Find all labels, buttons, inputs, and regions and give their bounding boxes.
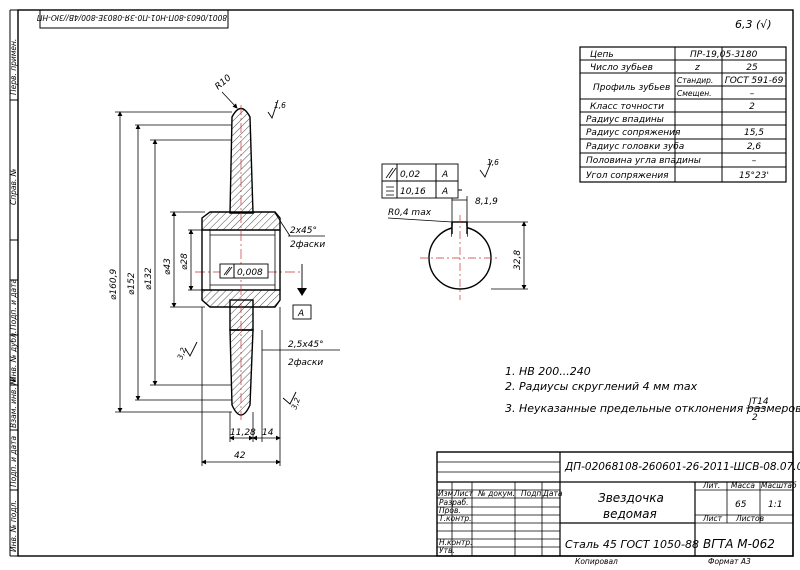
param-val-0: ПР-19,05-3180 (690, 50, 758, 60)
frame-border (17, 9, 794, 557)
tb-person-1: Разраб. (439, 498, 468, 507)
note-1: 1. НВ 200...240 (505, 365, 591, 378)
dim-d132: ⌀132 (144, 267, 154, 290)
param-col3-3: – (750, 89, 755, 99)
tol2-ref: A (441, 187, 448, 197)
param-name-7: Радиус головки зуба (586, 142, 684, 152)
dim-chamfer1: 2х45° (290, 226, 317, 236)
runout-frame: 0,008 (219, 263, 269, 279)
strip-label-3: Подп. и дата (9, 279, 18, 330)
rough-top: 1,6 (274, 101, 286, 110)
param-name-8: Половина угла впадины (586, 156, 701, 166)
dim-w-1128: 11,28 (230, 428, 256, 438)
param-name-0: Цепь (590, 50, 614, 60)
sprocket-section (195, 105, 300, 420)
strip-label-2: Справ. № (9, 168, 18, 205)
tb-person-3: Т.контр. (439, 514, 472, 523)
tb-person-2: Пров. (439, 506, 461, 515)
tb-col-sign: Подп. (521, 489, 544, 498)
top-stamp-text: 8001/0603-80П-Н01-П0-ЗЯ-0803Е-800/4В//3Ю… (37, 13, 228, 22)
note-3: 3. Неуказанные предельные отклонения раз… (505, 402, 800, 415)
param-name-9: Угол сопряжения (586, 171, 669, 181)
diameter-dims (115, 111, 232, 413)
rough-left: 3,2 (175, 346, 188, 361)
tol1-value: 0,02 (400, 170, 420, 180)
sheets-label: Листов (735, 514, 764, 523)
part-name-1: Звездочка (598, 491, 664, 505)
tb-col-list: Лист (453, 489, 474, 498)
param-col2-2: Стандир. (677, 76, 713, 85)
note-frac-bottom: 2 (752, 413, 758, 423)
dim-r10: R10 (214, 73, 234, 92)
param-name-2: Профиль зубьев (593, 83, 670, 93)
strip-label-5: Взам. инв. № (9, 377, 18, 428)
tb-person-6: Утв. (439, 546, 455, 555)
tb-person-5: Н.контр. (439, 538, 473, 547)
dim-d160: ⌀160,9 (109, 269, 119, 300)
sheet-label: Лист (702, 514, 723, 523)
organization: ВГТА М-062 (703, 537, 775, 551)
param-name-5: Радиус впадины (586, 115, 664, 125)
hub-section-view (420, 196, 528, 300)
dim-d152: ⌀152 (127, 272, 137, 295)
param-name-1: Число зубьев (590, 63, 653, 73)
mass-value: 65 (735, 500, 747, 510)
format-label: Формат A3 (708, 557, 751, 566)
param-col3-7: 2,6 (747, 142, 762, 152)
sec-height: 32,8 (513, 250, 523, 270)
dim-chamfer2: 2,5х45° (288, 340, 324, 350)
tol1-ref: A (441, 170, 448, 180)
scale-value: 1:1 (768, 500, 782, 510)
param-col2-1: z (694, 63, 700, 73)
doc-code: ДП-02068108-260601-26-2011-ШСВ-08.07.003 (564, 461, 800, 473)
param-name-6: Радиус сопряжения (586, 128, 681, 138)
param-col3-1: 25 (746, 63, 758, 73)
dim-d43: ⌀43 (163, 258, 173, 275)
copied-by: Копировал (575, 557, 618, 566)
title-block (436, 451, 794, 557)
strip-label-1: Перв. примен. (9, 39, 18, 95)
dim-w-14: 14 (262, 428, 274, 438)
rough-bottom: 3,2 (289, 396, 302, 411)
scale-label: Масштаб (761, 481, 797, 490)
runout-value: 0,008 (237, 268, 263, 278)
mass-label: Масса (731, 481, 755, 490)
tb-col-doc: № докум. (477, 489, 515, 498)
tb-col-izm: Изм. (438, 489, 456, 498)
param-name-4: Класс точности (590, 102, 664, 112)
strip-label-7: Инв. № подл. (9, 500, 18, 552)
params-table: Цепь ПР-19,05-3180 Число зубьев z 25 Про… (579, 46, 787, 183)
material: Сталь 45 ГОСТ 1050-88 (565, 538, 699, 551)
note-frac-top: JT14 (747, 397, 769, 407)
part-name-2: ведомая (603, 507, 657, 521)
datum-a: A (297, 309, 304, 319)
dim-d28: ⌀28 (180, 253, 190, 270)
dim-chamfer2-note: 2фаски (288, 358, 323, 368)
note-2: 2. Радиусы скруглений 4 мм max (505, 380, 698, 393)
param-col3-6: 15,5 (744, 128, 764, 138)
tol2-value: 10,16 (400, 187, 426, 197)
sec-key-width: 8,1,9 (475, 197, 498, 207)
top-stamp-box (39, 9, 229, 29)
roughness-mark: 6,3 (√) (735, 18, 772, 31)
tolerance-frames: 0,02 A 10,16 A (381, 163, 462, 199)
param-col3-2: ГОСТ 591-69 (725, 76, 784, 86)
width-dims (201, 307, 281, 466)
left-strip: Перв. примен. Справ. № Подп. и дата Инв.… (9, 9, 18, 557)
dim-chamfer1-note: 2фаски (290, 240, 325, 250)
lit-label: Лит. (702, 481, 720, 490)
param-col3-8: – (752, 156, 757, 166)
param-col2-3: Смещен. (677, 89, 711, 98)
strip-label-4: Инв. № дубл. (9, 331, 18, 382)
strip-label-6: Подп. и дата (9, 436, 18, 487)
tb-col-date: Дата (542, 489, 563, 498)
sec-rough: 1,6 (487, 158, 499, 167)
dim-w-42: 42 (234, 451, 246, 461)
param-col3-9: 15°23' (739, 171, 769, 181)
sec-r04: R0,4 max (388, 208, 432, 218)
technical-notes: 1. НВ 200...240 2. Радиусы скруглений 4 … (505, 365, 800, 423)
param-col3-4: 2 (749, 102, 755, 112)
